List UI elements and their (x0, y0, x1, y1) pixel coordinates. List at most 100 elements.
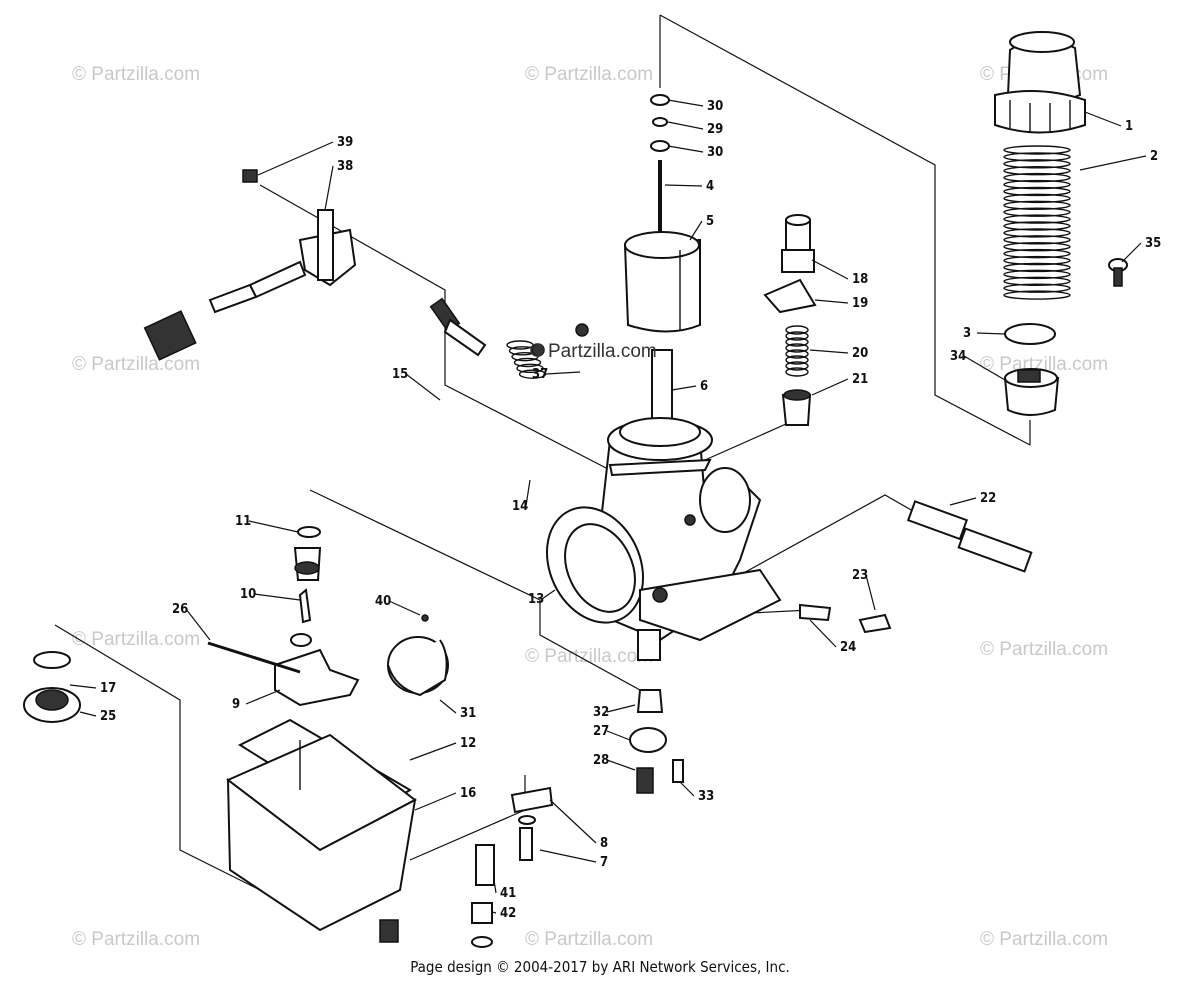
spring-seat (1004, 323, 1056, 345)
float (387, 636, 449, 697)
screw (575, 323, 589, 337)
watermark: © Partzilla.com (525, 929, 653, 950)
callout-leader (409, 742, 457, 761)
callout-label: 34 (950, 349, 966, 364)
throttle-slide (623, 231, 701, 333)
washer (297, 526, 321, 538)
callout-leader (493, 879, 497, 894)
callout-label: 7 (600, 855, 608, 870)
callout-leader (671, 385, 697, 391)
callout-label: 33 (698, 789, 714, 804)
drain-plug-center (35, 689, 69, 711)
callout-leader (606, 704, 636, 713)
callout-leader (1079, 155, 1147, 171)
jet-holder (629, 727, 667, 753)
small-spring (785, 325, 809, 377)
callout-label: 31 (460, 706, 476, 721)
callout-leader (257, 141, 334, 176)
small-screw (1108, 258, 1128, 287)
watermark: © Partzilla.com (72, 629, 200, 650)
callout-labels: 1234567891011121314151617181920212223242… (69, 99, 1161, 921)
callout-label: 40 (375, 594, 391, 609)
callout-leader (976, 332, 1006, 335)
washer (650, 94, 670, 106)
callout-leader (414, 792, 457, 811)
callout-label: 18 (852, 272, 868, 287)
callout-label: 23 (852, 568, 868, 583)
spacer (475, 844, 495, 886)
callout-label: 26 (172, 602, 188, 617)
assembly-lines (54, 14, 1031, 916)
callout-leader (606, 759, 636, 771)
air-screw-fitting (781, 214, 815, 273)
callout-label: 37 (532, 367, 548, 382)
callout-leader (814, 299, 849, 304)
fitting (799, 603, 832, 622)
callout-label: 28 (593, 753, 609, 768)
callout-label: 35 (1145, 236, 1161, 251)
main-jet (636, 689, 664, 713)
callout-leader (388, 600, 421, 616)
callout-leader (949, 497, 977, 506)
pilot-screw (858, 613, 892, 634)
callout-label: 15 (392, 367, 408, 382)
callout-leader (667, 145, 704, 153)
callout-leader (253, 593, 301, 601)
callout-leader (439, 699, 457, 714)
washer (652, 117, 668, 127)
callout-leader (185, 608, 211, 641)
callout-label: 1 (1125, 119, 1133, 134)
callout-leader (541, 589, 556, 600)
plate (763, 278, 817, 314)
callout-leader (69, 684, 97, 689)
callout-label: 8 (600, 836, 608, 851)
plug (471, 902, 493, 924)
throttle-position-sensor (143, 169, 357, 361)
callout-leader (963, 355, 1006, 381)
callout-label: 10 (240, 587, 256, 602)
callout-label: 30 (707, 145, 723, 160)
callout-label: 5 (706, 214, 714, 229)
float-needle (298, 588, 312, 624)
idle-screw (429, 297, 487, 357)
callout-label: 32 (593, 705, 609, 720)
callout-label: 21 (852, 372, 868, 387)
carburetor-body (545, 417, 782, 661)
o-ring (290, 633, 312, 647)
callout-label: 42 (500, 906, 516, 921)
callout-leader (1121, 242, 1142, 263)
callout-leader (811, 378, 849, 396)
pilot-jet (636, 767, 654, 794)
callout-leader (1084, 111, 1122, 127)
callout-label: 39 (337, 135, 353, 150)
vent-tube (957, 527, 1033, 573)
watermark: © Partzilla.com (980, 929, 1108, 950)
callout-leader (667, 99, 704, 107)
starter-jet (672, 759, 684, 783)
callout-label: 27 (593, 724, 609, 739)
callout-leader (549, 799, 597, 844)
callout-leader (809, 349, 849, 354)
callout-leader (491, 911, 497, 914)
lock-washer (518, 815, 536, 825)
callout-label: 20 (852, 346, 868, 361)
callout-leader (324, 165, 334, 211)
callout-label: 6 (700, 379, 708, 394)
callout-label: 17 (100, 681, 116, 696)
callout-leader (539, 849, 597, 863)
float-pin (207, 641, 301, 674)
callout-leader (667, 121, 704, 130)
callout-label: 29 (707, 122, 723, 137)
callout-label: 25 (100, 709, 116, 724)
plug-end (471, 936, 493, 948)
callout-label: 11 (235, 514, 251, 529)
callout-leader (248, 520, 299, 533)
callout-label: 14 (512, 499, 528, 514)
callout-label: 4 (706, 179, 714, 194)
callout-label: 9 (232, 697, 240, 712)
watermark: © Partzilla.com (980, 354, 1108, 375)
watermark: © Partzilla.com (525, 64, 653, 85)
bracket (510, 786, 554, 814)
float-clip (421, 614, 429, 622)
